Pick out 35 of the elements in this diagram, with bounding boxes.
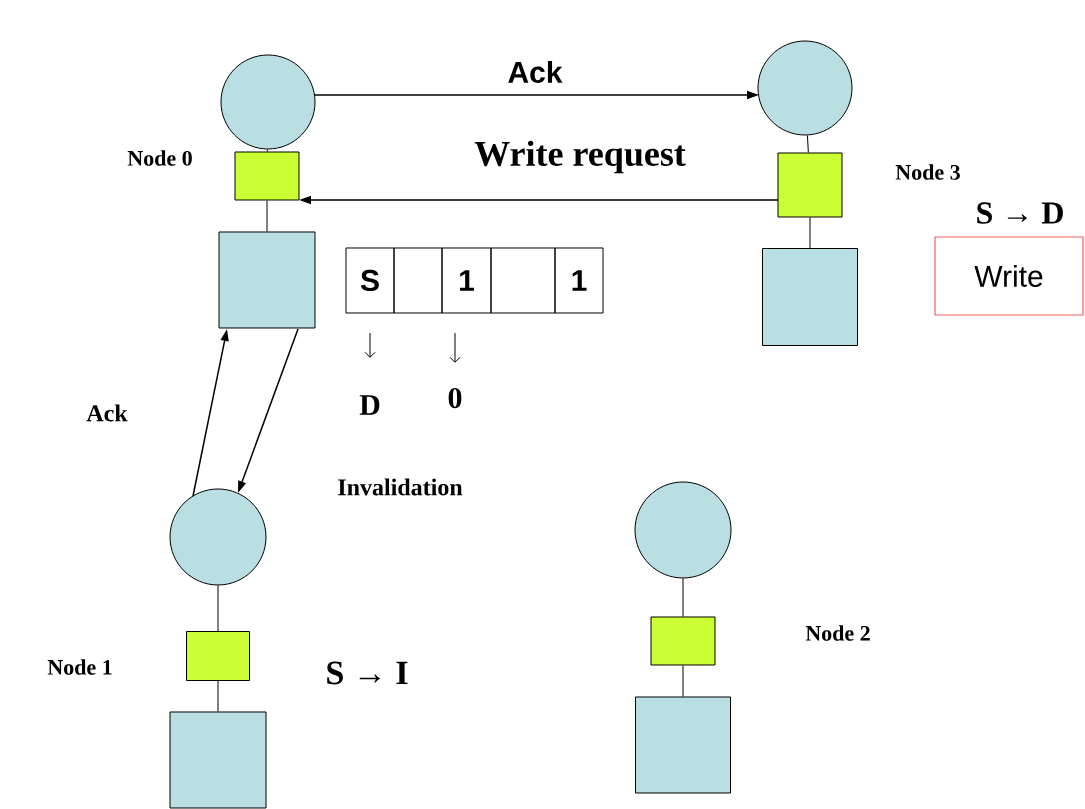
state-label: 0	[448, 387, 462, 409]
line	[266, 149, 268, 152]
text-box: Write	[934, 236, 1084, 316]
memory-box	[762, 248, 858, 346]
edge-label: Ack	[85, 403, 129, 423]
circle	[757, 40, 853, 136]
edge-label: Write request	[473, 139, 687, 175]
node-label: Node 1	[47, 659, 112, 675]
line	[806, 134, 809, 153]
circle	[634, 481, 732, 579]
cache-box	[234, 151, 300, 201]
circle	[169, 488, 267, 586]
cache-box	[777, 152, 843, 218]
line	[266, 200, 268, 232]
edge-label: Ack	[506, 60, 564, 84]
node-label: Node 2	[805, 625, 870, 641]
line	[217, 680, 219, 712]
circle	[220, 54, 316, 150]
table-cell: 1	[554, 247, 604, 314]
cache-box	[650, 616, 716, 666]
table-cell: S	[345, 247, 395, 314]
memory-box	[169, 711, 267, 809]
line	[682, 665, 684, 697]
node-label: Node 3	[895, 164, 960, 180]
memory-box	[218, 231, 316, 329]
state-label: D	[359, 395, 380, 415]
line	[217, 585, 219, 632]
cache-box	[186, 631, 250, 681]
memory-box	[635, 696, 731, 794]
line	[682, 578, 684, 617]
table-cell: 1	[441, 247, 492, 314]
state-transition: S → I	[327, 661, 408, 685]
node-label: Node 0	[127, 150, 192, 166]
line	[809, 217, 811, 249]
edge-label: Invalidation	[336, 477, 464, 497]
